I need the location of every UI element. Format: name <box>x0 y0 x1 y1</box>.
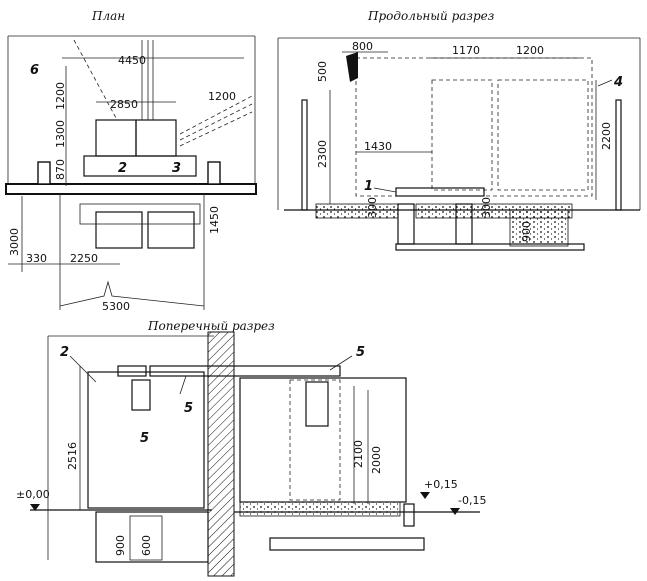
plan-lower-frame <box>79 203 201 225</box>
dim-1300: 1300 <box>54 120 67 148</box>
cross-leader-5c <box>329 355 353 371</box>
cross-pit <box>95 511 209 563</box>
plan-hatch-line-3 <box>179 111 253 147</box>
long-leader-1 <box>373 187 397 193</box>
plan-hatch-line-2 <box>179 103 253 141</box>
cross-unit-left-top <box>117 365 147 377</box>
level-zero: ±0,00 <box>16 488 50 501</box>
long-equipment-outline <box>355 57 593 197</box>
dim-2300: 2300 <box>316 140 329 168</box>
dim-1200-long: 1200 <box>516 44 544 57</box>
plan-lower-unit-left <box>95 211 143 249</box>
long-mark-4: 4 <box>613 75 623 90</box>
dim-2850: 2850 <box>110 98 138 111</box>
dim-2516: 2516 <box>66 442 79 470</box>
long-mark-1: 1 <box>364 179 373 194</box>
plan-mark-6: 6 <box>30 63 39 78</box>
level-plus015-marker <box>420 492 430 499</box>
long-gravel-left <box>315 203 399 219</box>
plan-unit-2 <box>95 119 137 157</box>
cross-unit-right <box>239 377 407 503</box>
cross-unit-left-inner <box>131 379 151 411</box>
plan-mark-2: 2 <box>118 161 127 176</box>
cross-mark-5c: 5 <box>356 345 365 360</box>
cross-leader-2 <box>69 355 97 383</box>
cross-duct <box>149 365 341 377</box>
cross-title: Поперечный разрез <box>147 319 275 333</box>
long-base-slab <box>395 243 585 251</box>
dim-2250: 2250 <box>70 252 98 265</box>
plan-unit-3 <box>135 119 177 157</box>
dim-5300-leader <box>59 280 205 307</box>
level-minus015-marker <box>450 508 460 515</box>
cross-pit-inner <box>129 515 163 561</box>
long-unit-1-base <box>395 187 485 197</box>
long-post-right <box>615 99 622 211</box>
dim-2000: 2000 <box>370 446 383 474</box>
dim-3000: 3000 <box>8 228 21 256</box>
level-zero-marker <box>30 504 40 511</box>
cross-foundation <box>269 537 425 551</box>
dim-4450: 4450 <box>118 54 146 67</box>
cross-mark-5a: 5 <box>140 431 149 446</box>
long-pit <box>509 209 569 247</box>
plan-unit-base <box>83 155 197 177</box>
longitudinal-title: Продольный разрез <box>367 9 494 23</box>
dim-600: 600 <box>140 535 153 556</box>
dim-1200-right: 1200 <box>208 90 236 103</box>
cross-unit-right-inner <box>289 379 341 501</box>
plan-view: План 4450 2850 1200 1200 1300 <box>5 9 257 313</box>
long-equipment-body <box>431 79 493 191</box>
long-duct-black <box>346 52 358 82</box>
cross-mark-2: 2 <box>60 345 69 360</box>
level-plus015: +0,15 <box>424 478 458 491</box>
dim-1200-left: 1200 <box>54 82 67 110</box>
dim-900-long: 900 <box>520 221 533 242</box>
long-equipment-body-2 <box>497 79 589 191</box>
cross-gravel <box>239 501 401 517</box>
dim-300-right: 300 <box>480 197 493 218</box>
dim-1170: 1170 <box>452 44 480 57</box>
cross-section: Поперечный разрез 2516 2100 2000 900 600 <box>16 319 486 577</box>
dim-300-left: 300 <box>366 197 379 218</box>
dim-1430: 1430 <box>364 140 392 153</box>
cross-drain <box>403 503 415 527</box>
dim-800: 800 <box>352 40 373 53</box>
plan-column-left <box>37 161 51 185</box>
dim-1450: 1450 <box>208 206 221 234</box>
longitudinal-section: Продольный разрез 800 1170 1200 500 2300 <box>277 9 641 251</box>
cross-unit-right-pipe <box>305 381 329 427</box>
plan-column-right <box>207 161 221 185</box>
long-leader-4 <box>597 79 613 87</box>
dim-5300: 5300 <box>102 300 130 313</box>
plan-title: План <box>91 9 125 23</box>
plan-diagonal <box>73 39 117 119</box>
dim-500: 500 <box>316 61 329 82</box>
dim-2100: 2100 <box>352 440 365 468</box>
long-post-left <box>301 99 308 211</box>
plan-mark-3: 3 <box>172 161 181 176</box>
dim-330: 330 <box>26 252 47 265</box>
cross-mark-5b: 5 <box>184 401 193 416</box>
dim-900-cross: 900 <box>114 535 127 556</box>
plan-lower-unit-right <box>147 211 195 249</box>
cross-wall <box>207 331 235 577</box>
level-minus015: -0,15 <box>458 494 486 507</box>
plan-wall <box>5 183 257 195</box>
dim-2200: 2200 <box>600 122 613 150</box>
dim-870: 870 <box>54 159 67 180</box>
cross-leader-5b <box>179 375 187 395</box>
